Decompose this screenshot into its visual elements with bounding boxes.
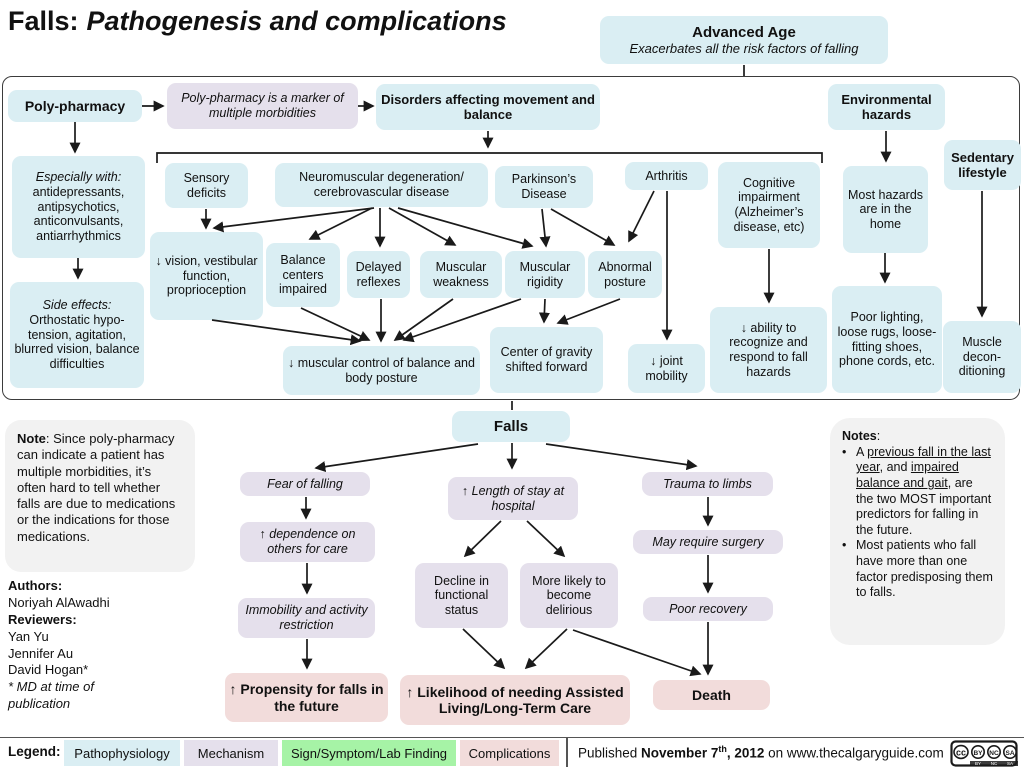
node-joint-mobility: ↓ joint mobility (628, 344, 705, 393)
node-advanced-age: Advanced Age Exacerbates all the risk fa… (600, 16, 888, 64)
authors-label: Authors: (8, 578, 63, 593)
risk-factors-container (2, 76, 1020, 400)
bullet-dot: • (842, 538, 847, 553)
node-length-of-stay: ↑ Length of stay at hospital (448, 477, 578, 520)
note-left-text: : Since poly-pharmacy can indicate a pat… (17, 431, 176, 544)
credits-footnote: * MD at time of (8, 679, 94, 695)
svg-text:SA: SA (1007, 761, 1013, 766)
node-decline-functional: Decline in functional status (415, 563, 508, 628)
legend-sign-symptom: Sign/Symptom/Lab Finding (282, 740, 456, 766)
side-effects-lead: Side effects: (42, 298, 112, 313)
node-parkinsons: Parkinson’s Disease (495, 166, 593, 208)
note-left: Note: Since poly-pharmacy can indicate a… (5, 420, 195, 572)
node-sensory-deficits: Sensory deficits (165, 163, 248, 208)
title-prefix: Falls: (8, 6, 79, 36)
reviewers-label: Reviewers: (8, 611, 77, 627)
node-muscular-weakness: Muscular weakness (420, 251, 502, 298)
node-may-require-surgery: May require surgery (633, 530, 783, 554)
published-site: on www.thecalgaryguide.com (764, 745, 944, 761)
node-polypharmacy-marker: Poly-pharmacy is a marker of multiple mo… (167, 83, 358, 129)
node-propensity-falls: ↑ Propensity for falls in the future (225, 673, 388, 722)
notes-bullet-2-text: Most patients who fall have more than on… (856, 538, 993, 600)
node-falls: Falls (452, 411, 570, 442)
node-muscle-deconditioning: Muscle decon-ditioning (943, 321, 1021, 393)
node-trauma-limbs: Trauma to limbs (642, 472, 773, 496)
published-date-sup: th (718, 744, 727, 754)
node-ability-recognize: ↓ ability to recognize and respond to fa… (710, 307, 827, 393)
svg-text:NC: NC (991, 761, 998, 766)
b1-part: , and (879, 460, 911, 475)
advanced-age-subtitle: Exacerbates all the risk factors of fall… (629, 41, 859, 57)
b1-underlined: impaired balance and gait (856, 460, 959, 490)
especially-with-lead: Especially with: (35, 170, 122, 185)
reviewer-name: Jennifer Au (8, 645, 74, 661)
notes-bullet-1: • A previous fall in the last year, and … (842, 445, 993, 539)
node-side-effects: Side effects: Orthostatic hypo-tension, … (10, 282, 144, 388)
node-death: Death (653, 680, 770, 710)
bullet-dot: • (842, 444, 847, 459)
b1-underlined: previous fall in the last year (856, 444, 991, 475)
legend-mechanism: Mechanism (184, 740, 278, 766)
node-delirious: More likely to become delirious (520, 563, 618, 628)
svg-text:SA: SA (1005, 750, 1014, 757)
node-poor-lighting: Poor lighting, loose rugs, loose-fitting… (832, 286, 942, 393)
node-most-hazards: Most hazards are in the home (843, 166, 928, 253)
legend-divider (566, 738, 568, 767)
node-dependence: ↑ dependence on others for care (240, 522, 375, 562)
title-subtitle: Pathogenesis and complications (86, 6, 507, 36)
credits-block: Authors: Noriyah AlAwadhi Reviewers: Yan… (8, 578, 110, 713)
advanced-age-title: Advanced Age (692, 23, 796, 41)
node-delayed-reflexes: Delayed reflexes (347, 251, 410, 298)
cc-license-icon: cc BY NC SA BY NC SA (950, 740, 1018, 768)
node-neuromuscular: Neuromuscular degeneration/ cerebrovascu… (275, 163, 488, 207)
note-left-lead: Note (17, 431, 46, 446)
node-cognitive-impairment: Cognitive impairment (Alzheimer’s diseas… (718, 162, 820, 248)
notes-colon: : (876, 429, 881, 443)
node-environmental-hazards: Environmental hazards (828, 84, 945, 130)
published-date: November 7 (641, 745, 719, 761)
published-prefix: Published (578, 745, 642, 761)
credits-footnote: publication (8, 696, 71, 712)
b1-part: , are the two MOST important predictors … (856, 475, 992, 537)
node-poly-pharmacy: Poly-pharmacy (8, 90, 142, 122)
node-especially-with: Especially with: antidepressants, antips… (12, 156, 145, 258)
node-fear-of-falling: Fear of falling (240, 472, 370, 496)
author-name: Noriyah AlAwadhi (8, 594, 110, 610)
notes-title: Notes (842, 429, 877, 443)
node-likelihood-care: ↑ Likelihood of needing Assisted Living/… (400, 675, 630, 725)
node-muscular-control: ↓ muscular control of balance and body p… (283, 346, 480, 395)
node-abnormal-posture: Abnormal posture (588, 251, 662, 298)
svg-text:NC: NC (989, 750, 999, 757)
legend-label: Legend: (8, 744, 61, 759)
node-muscular-rigidity: Muscular rigidity (505, 251, 585, 298)
notes-bullet-1-text: A previous fall in the last year, and im… (856, 445, 993, 539)
node-poor-recovery: Poor recovery (643, 597, 773, 621)
node-arthritis: Arthritis (625, 162, 708, 190)
svg-text:BY: BY (975, 761, 981, 766)
especially-with-list: antidepressants, antipsychotics, anticon… (32, 185, 125, 243)
node-immobility: Immobility and activity restriction (238, 598, 375, 638)
node-center-gravity: Center of gravity shifted forward (490, 327, 603, 393)
node-disorders-header: Disorders affecting movement and balance (376, 84, 600, 130)
reviewer-name: Yan Yu (8, 628, 49, 644)
published-line: Published November 7th, 2012 on www.thec… (578, 744, 944, 761)
legend-complications: Complications (460, 740, 559, 766)
page-title: Falls:Pathogenesis and complications (8, 6, 507, 37)
node-sedentary-lifestyle: Sedentary lifestyle (944, 140, 1021, 190)
svg-text:BY: BY (973, 750, 983, 757)
svg-text:cc: cc (956, 748, 966, 758)
published-year: , 2012 (726, 745, 765, 761)
legend-pathophysiology: Pathophysiology (64, 740, 180, 766)
side-effects-list: Orthostatic hypo-tension, agitation, blu… (14, 313, 140, 371)
notes-right: Notes: • A previous fall in the last yea… (830, 418, 1005, 645)
node-balance-centers: Balance centers impaired (266, 243, 340, 307)
legend-bar (0, 737, 1024, 768)
b1-part: A (856, 444, 868, 459)
node-vision-vestibular: ↓ vision, vestibular function, proprioce… (150, 232, 263, 320)
notes-bullet-2: • Most patients who fall have more than … (842, 538, 993, 601)
reviewer-name: David Hogan* (8, 662, 89, 678)
